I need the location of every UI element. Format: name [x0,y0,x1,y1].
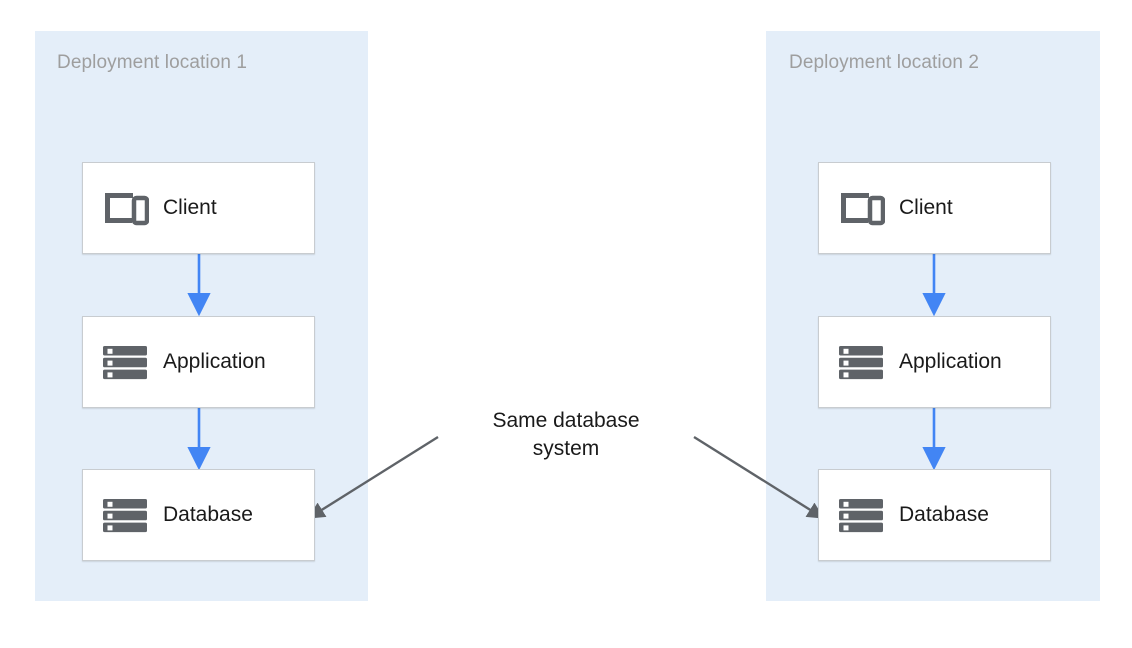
annotation-line-1: Same database [492,409,640,432]
node-application-1[interactable]: Application [82,316,315,408]
node-client-2-label: Client [899,196,953,219]
node-database-2-label: Database [899,503,989,526]
deployment-zone-1-label: Deployment location 1 [57,52,248,73]
node-client-1[interactable]: Client [82,162,315,254]
node-database-2[interactable]: Database [818,469,1051,561]
server-stack-icon [839,499,883,533]
annotation-line-2: system [532,436,600,460]
node-client-2[interactable]: Client [818,162,1051,254]
server-stack-icon [103,346,147,380]
node-application-2-label: Application [899,350,1002,373]
server-stack-icon [103,499,147,533]
deployment-zone-2-label: Deployment location 2 [789,52,980,73]
devices-icon [105,193,149,226]
shared-database-annotation: Same database system [442,407,690,462]
server-stack-icon [839,346,883,380]
node-application-1-label: Application [163,350,266,373]
node-client-1-label: Client [163,196,217,219]
node-database-1-label: Database [163,503,253,526]
devices-icon [841,193,885,226]
node-application-2[interactable]: Application [818,316,1051,408]
node-database-1[interactable]: Database [82,469,315,561]
